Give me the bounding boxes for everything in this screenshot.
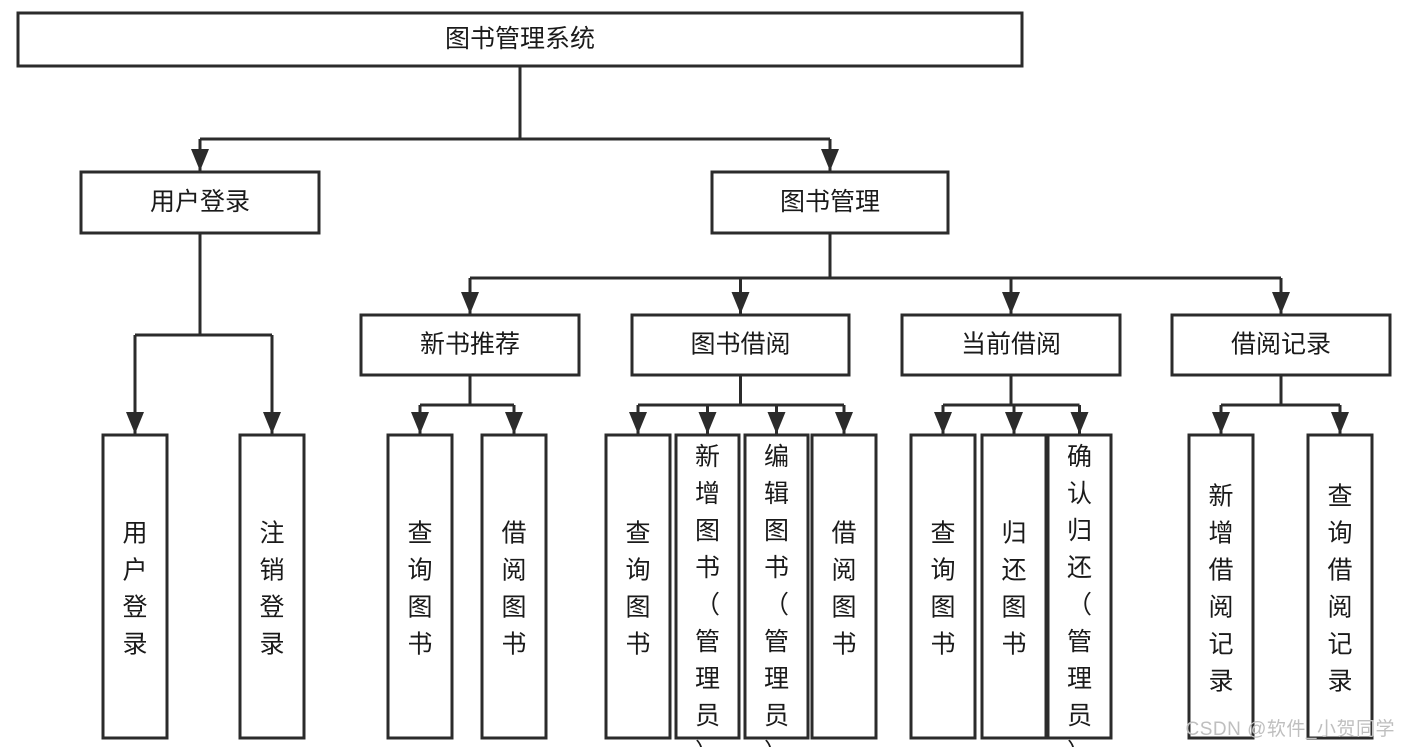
node-label: 用户登录 <box>150 188 250 216</box>
node-root-图书管理系统[interactable]: 图书管理系统 <box>16 11 1024 68</box>
node-label: 查询图书 <box>407 519 432 658</box>
node-l3-当前借阅[interactable]: 当前借阅 <box>900 313 1122 377</box>
node-l2-用户登录[interactable]: 用户登录 <box>79 170 321 235</box>
node-label: 新书推荐 <box>420 331 520 359</box>
node-leaf-12[interactable]: 查询借阅记录 <box>1306 433 1374 740</box>
node-leaf-3[interactable]: 借阅图书 <box>480 433 548 740</box>
node-label: 注销登录 <box>259 519 284 658</box>
node-label: 新增图书（管理员） <box>695 443 720 747</box>
node-leaf-2[interactable]: 查询图书 <box>386 433 454 740</box>
nodes-layer: 图书管理系统用户登录图书管理新书推荐图书借阅当前借阅借阅记录用户登录注销登录查询… <box>16 11 1392 747</box>
node-leaf-11[interactable]: 新增借阅记录 <box>1187 433 1255 740</box>
node-label: 当前借阅 <box>961 331 1061 359</box>
node-leaf-0[interactable]: 用户登录 <box>101 433 169 740</box>
node-label: 借阅记录 <box>1231 331 1331 359</box>
node-leaf-4[interactable]: 查询图书 <box>604 433 672 740</box>
node-label: 借阅图书 <box>501 519 526 658</box>
node-l3-借阅记录[interactable]: 借阅记录 <box>1170 313 1392 377</box>
node-leaf-10[interactable]: 确认归还（管理员） <box>1046 433 1113 747</box>
node-label: 图书管理 <box>780 188 880 216</box>
node-label: 新增借阅记录 <box>1208 482 1233 695</box>
node-leaf-6[interactable]: 编辑图书（管理员） <box>743 433 810 747</box>
node-label: 编辑图书（管理员） <box>764 443 789 747</box>
node-label: 确认归还（管理员） <box>1067 443 1092 747</box>
node-l3-新书推荐[interactable]: 新书推荐 <box>359 313 581 377</box>
node-label: 查询借阅记录 <box>1327 482 1352 695</box>
node-label: 查询图书 <box>625 519 650 658</box>
node-label: 用户登录 <box>122 519 147 658</box>
node-label: 查询图书 <box>930 519 955 658</box>
node-leaf-9[interactable]: 归还图书 <box>980 433 1048 740</box>
node-label: 归还图书 <box>1001 519 1026 658</box>
node-l2-图书管理[interactable]: 图书管理 <box>710 170 950 235</box>
node-label: 图书管理系统 <box>445 25 595 53</box>
node-leaf-1[interactable]: 注销登录 <box>238 433 306 740</box>
connectors-layer <box>126 66 1349 434</box>
node-label: 借阅图书 <box>831 519 856 658</box>
node-leaf-5[interactable]: 新增图书（管理员） <box>674 433 741 747</box>
node-leaf-8[interactable]: 查询图书 <box>909 433 977 740</box>
node-label: 图书借阅 <box>690 331 790 359</box>
node-leaf-7[interactable]: 借阅图书 <box>810 433 878 740</box>
node-l3-图书借阅[interactable]: 图书借阅 <box>630 313 851 377</box>
